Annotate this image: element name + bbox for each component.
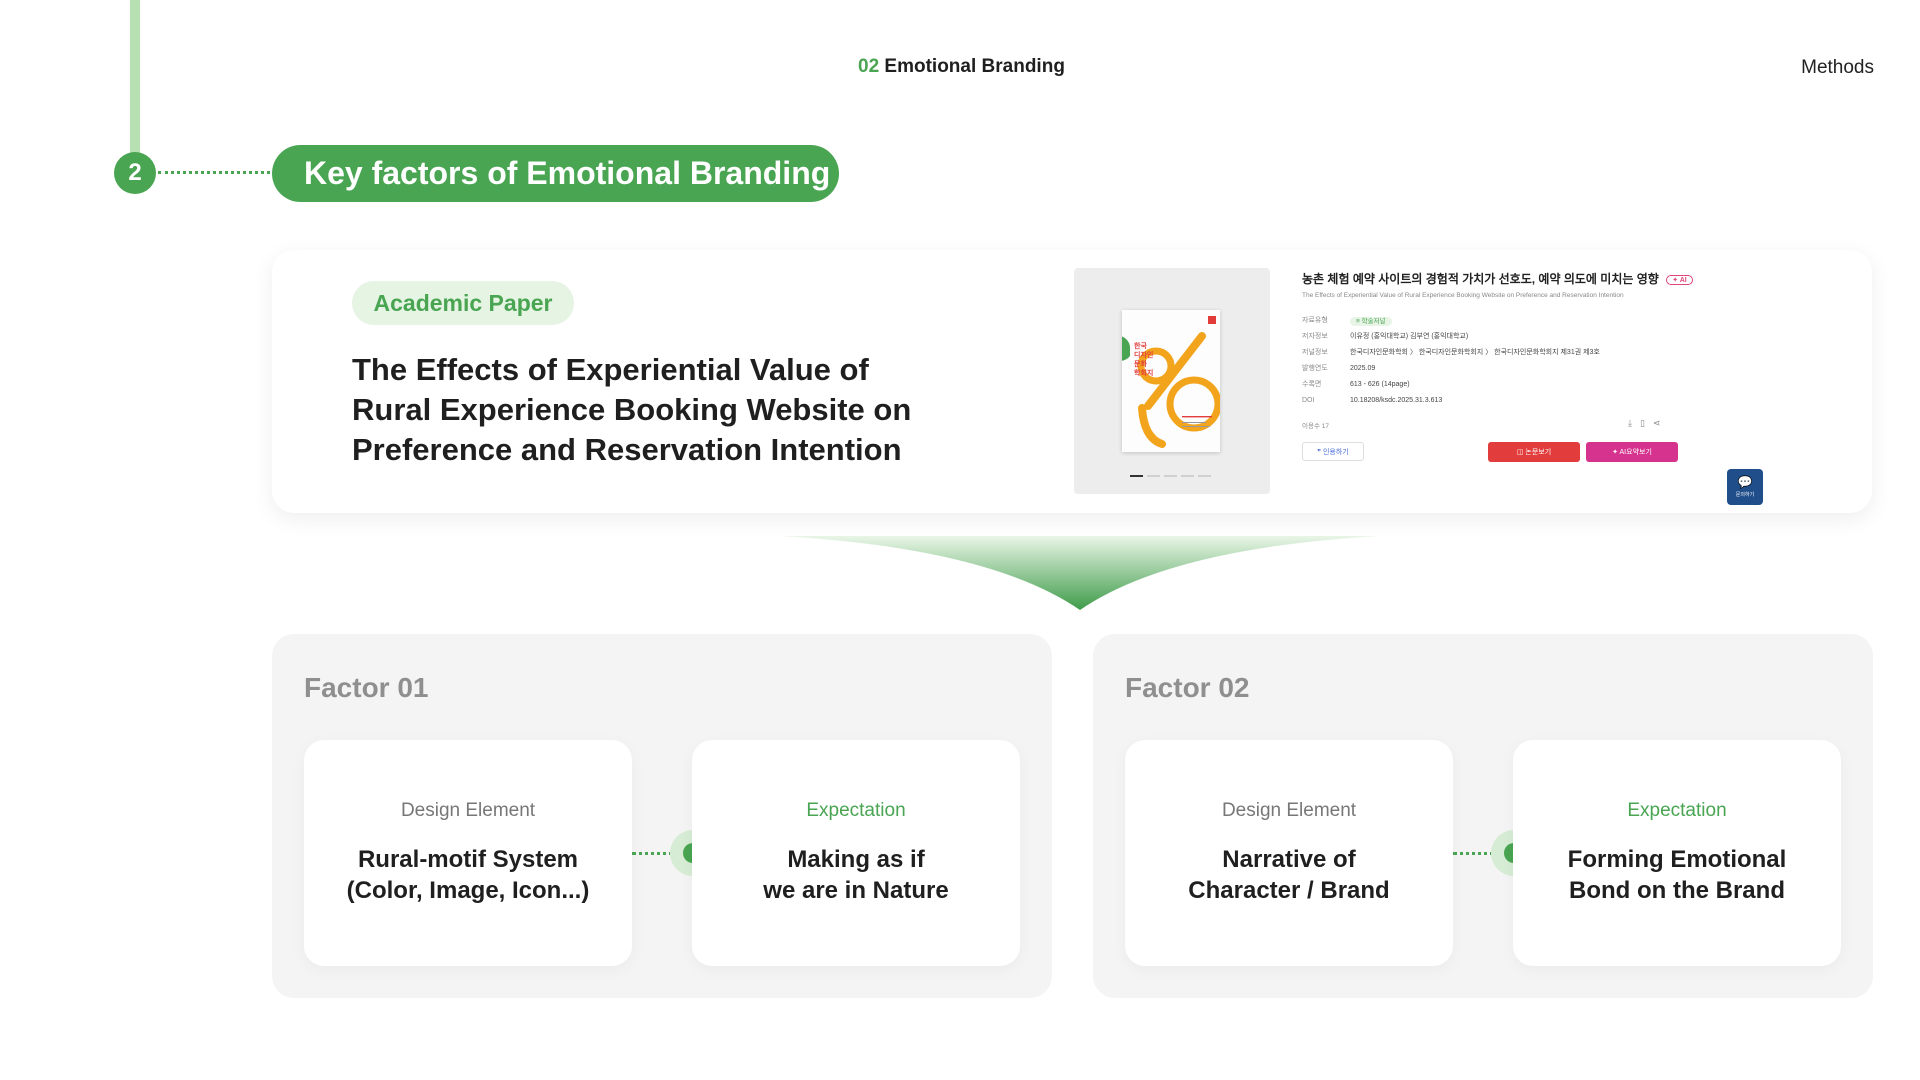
meta-journal[interactable]: 한국디자인문화학회 〉 한국디자인문화학회지 〉 한국디자인문화학회지 제31권… [1350, 347, 1600, 357]
svg-text:문화: 문화 [1134, 359, 1147, 368]
design-element-value: Narrative of Character / Brand [1125, 844, 1453, 906]
meta-row: 저자정보 이유정 (홍익대학교) 김부연 (홍익대학교) [1302, 328, 1600, 344]
journal-cover-image: 한국 디자인 문화 학회지 [1122, 310, 1220, 452]
step-number-badge: 2 [114, 152, 156, 194]
download-icon[interactable]: ⤓ [1628, 418, 1632, 429]
meta-key: 자료유형 [1302, 315, 1350, 325]
meta-doi[interactable]: 10.18208/ksdc.2025.31.3.613 [1350, 397, 1442, 404]
meta-row: 수록면 613 - 626 (14page) [1302, 376, 1600, 392]
timeline-line [130, 0, 140, 155]
meta-key: 저자정보 [1302, 331, 1350, 341]
design-element-card: Design Element Rural-motif System (Color… [304, 740, 632, 966]
svg-text:디자인: 디자인 [1134, 350, 1153, 359]
step-connector [158, 171, 270, 174]
paper-title-korean: 농촌 체험 예약 사이트의 경험적 가치가 선호도, 예약 의도에 미치는 영향… [1302, 270, 1693, 287]
cite-button[interactable]: ❞ 인용하기 [1302, 442, 1364, 461]
design-element-value-line: (Color, Image, Icon...) [304, 875, 632, 906]
paper-title-korean-text: 농촌 체험 예약 사이트의 경험적 가치가 선호도, 예약 의도에 미치는 영향 [1302, 272, 1659, 286]
expectation-card: Expectation Making as if we are in Natur… [692, 740, 1020, 966]
paper-title: The Effects of Experiential Value of Rur… [352, 350, 912, 470]
meta-key: DOI [1302, 397, 1350, 404]
nav-methods[interactable]: Methods [1801, 57, 1874, 79]
meta-type-tag: ≡ 학술저널 [1350, 317, 1392, 326]
factor-title: Factor 01 [304, 672, 429, 704]
section-number: 02 [858, 56, 879, 77]
meta-pages: 613 - 626 (14page) [1350, 381, 1410, 388]
meta-row: DOI 10.18208/ksdc.2025.31.3.613 [1302, 392, 1600, 408]
meta-key: 발행연도 [1302, 363, 1350, 373]
meta-authors[interactable]: 이유정 (홍익대학교) 김부연 (홍익대학교) [1350, 331, 1468, 341]
factor-title: Factor 02 [1125, 672, 1250, 704]
thumbnail-pager[interactable] [1130, 475, 1211, 477]
design-element-value-line: Narrative of [1125, 844, 1453, 875]
thumbnail-panel: 한국 디자인 문화 학회지 [1074, 268, 1270, 494]
paper-action-icons: ⤓ ▯ ⋖ [1628, 418, 1660, 429]
paper-screenshot: 한국 디자인 문화 학회지 농촌 체험 예약 사이트의 경험적 가치가 선호도,… [1074, 268, 1834, 496]
view-count: 이용수 17 [1302, 420, 1329, 430]
svg-text:학회지: 학회지 [1134, 368, 1153, 377]
expectation-value-line: Forming Emotional [1513, 844, 1841, 875]
down-arrow-funnel [780, 536, 1380, 610]
factor-panel-02: Factor 02 Design Element Narrative of Ch… [1093, 634, 1873, 998]
svg-text:한국: 한국 [1134, 341, 1147, 350]
ai-summary-button[interactable]: ✦ AI요약보기 [1586, 442, 1678, 462]
paper-card: Academic Paper The Effects of Experienti… [272, 250, 1872, 513]
view-paper-button[interactable]: ◫ 논문보기 [1488, 442, 1580, 462]
inquiry-label: 문의하기 [1736, 491, 1754, 498]
expectation-label: Expectation [1513, 800, 1841, 822]
chat-icon: 💬 [1738, 476, 1753, 488]
meta-key: 저널정보 [1302, 347, 1350, 357]
design-element-value-line: Rural-motif System [304, 844, 632, 875]
share-icon[interactable]: ⋖ [1653, 418, 1661, 429]
meta-year: 2025.09 [1350, 365, 1375, 372]
expectation-value: Forming Emotional Bond on the Brand [1513, 844, 1841, 906]
section-header: 02 Emotional Branding [858, 56, 1065, 78]
expectation-label: Expectation [692, 800, 1020, 822]
inquiry-button[interactable]: 💬 문의하기 [1727, 469, 1763, 505]
design-element-card: Design Element Narrative of Character / … [1125, 740, 1453, 966]
section-title: Emotional Branding [884, 56, 1065, 77]
paper-subtitle-english: The Effects of Experiential Value of Rur… [1302, 292, 1624, 299]
meta-row: 저널정보 한국디자인문화학회 〉 한국디자인문화학회지 〉 한국디자인문화학회지… [1302, 344, 1600, 360]
paper-badge: Academic Paper [352, 281, 574, 325]
design-element-label: Design Element [1125, 800, 1453, 822]
paper-metadata: 자료유형 ≡ 학술저널 저자정보 이유정 (홍익대학교) 김부연 (홍익대학교)… [1302, 312, 1600, 408]
bookmark-icon[interactable]: ▯ [1640, 418, 1645, 429]
factor-panel-01: Factor 01 Design Element Rural-motif Sys… [272, 634, 1052, 998]
ai-tag: ✦ AI [1666, 275, 1693, 285]
section-heading-text: Key factors of Emotional Branding [304, 155, 830, 192]
expectation-card: Expectation Forming Emotional Bond on th… [1513, 740, 1841, 966]
meta-row: 발행연도 2025.09 [1302, 360, 1600, 376]
design-element-value-line: Character / Brand [1125, 875, 1453, 906]
expectation-value: Making as if we are in Nature [692, 844, 1020, 906]
design-element-value: Rural-motif System (Color, Image, Icon..… [304, 844, 632, 906]
expectation-value-line: we are in Nature [692, 875, 1020, 906]
meta-row: 자료유형 ≡ 학술저널 [1302, 312, 1600, 328]
expectation-value-line: Bond on the Brand [1513, 875, 1841, 906]
meta-key: 수록면 [1302, 379, 1350, 389]
section-heading-pill: Key factors of Emotional Branding [272, 145, 839, 202]
design-element-label: Design Element [304, 800, 632, 822]
expectation-value-line: Making as if [692, 844, 1020, 875]
